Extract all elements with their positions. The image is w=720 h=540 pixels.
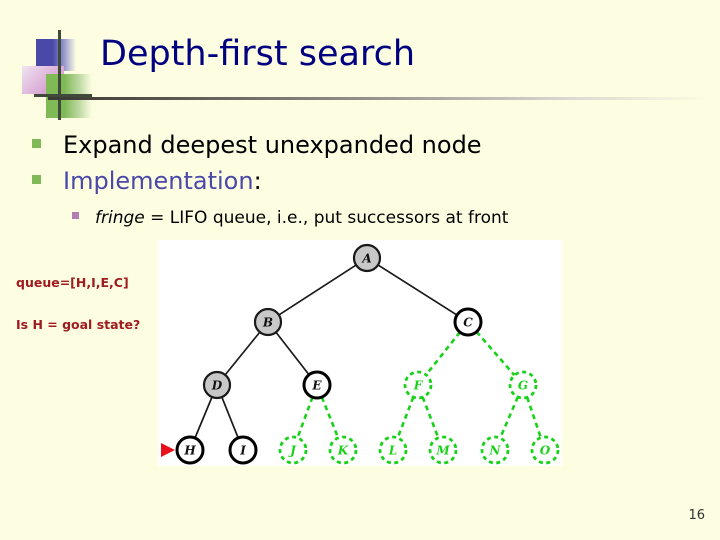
decorative-logo xyxy=(22,30,122,120)
goal-test-annotation: Is H = goal state? xyxy=(16,317,141,332)
page-title: Depth-first search xyxy=(100,34,416,74)
tree-edge-F-M xyxy=(421,396,440,439)
logo-vertical-line xyxy=(58,30,61,120)
tree-edge-C-G xyxy=(475,330,516,377)
tree-node-M[interactable]: M xyxy=(428,435,458,465)
tree-node-label: G xyxy=(518,379,528,393)
bullet-item-expand: Expand deepest unexpanded node xyxy=(32,131,482,159)
tree-node-circle xyxy=(403,370,433,400)
tree-node-circle xyxy=(302,370,332,400)
tree-node-K[interactable]: K xyxy=(328,435,358,465)
bullet-item-implementation: Implementation: xyxy=(32,167,262,195)
tree-edge-A-B xyxy=(278,264,357,316)
tree-node-B[interactable]: B xyxy=(253,307,283,337)
tree-node-L[interactable]: L xyxy=(378,435,408,465)
tree-node-circle xyxy=(508,370,538,400)
tree-node-label: B xyxy=(262,316,273,330)
square-bullet-icon xyxy=(32,139,41,148)
tree-node-I[interactable]: I xyxy=(228,435,258,465)
logo-horizontal-line xyxy=(34,94,92,97)
tree-node-circle xyxy=(530,435,560,465)
tree-edge-E-K xyxy=(320,396,340,439)
tree-edge-D-I xyxy=(221,396,239,439)
bullet-label: Expand deepest unexpanded node xyxy=(63,131,482,159)
tree-edge-G-N xyxy=(498,396,520,439)
tree-node-label: K xyxy=(337,444,349,458)
tree-node-circle xyxy=(352,243,382,273)
tree-node-label: E xyxy=(311,379,322,393)
tree-node-circle xyxy=(202,370,232,400)
tree-edge-C-F xyxy=(425,331,461,376)
tree-node-label: O xyxy=(540,444,551,458)
sub-bullet-emphasis: fringe xyxy=(95,208,145,228)
tree-node-F[interactable]: F xyxy=(403,370,433,400)
tree-node-N[interactable]: N xyxy=(480,435,510,465)
tree-edge-A-C xyxy=(377,264,458,316)
tree-node-label: N xyxy=(489,444,502,458)
tree-node-label: L xyxy=(388,444,397,458)
bullet-label-suffix: : xyxy=(253,167,262,195)
tree-edge-F-L xyxy=(396,396,415,439)
tree-node-label: I xyxy=(239,444,246,458)
search-tree-diagram: A B C D E F G H I J K L M N O xyxy=(158,240,562,466)
tree-node-H[interactable]: H xyxy=(175,435,205,465)
sub-bullet-item-fringe: fringe = LIFO queue, i.e., put successor… xyxy=(72,208,508,228)
tree-node-E[interactable]: E xyxy=(302,370,332,400)
search-tree-svg: A B C D E F G H I J K L M N O xyxy=(161,243,560,465)
queue-annotation: queue=[H,I,E,C] xyxy=(16,275,129,290)
tree-node-G[interactable]: G xyxy=(508,370,538,400)
tree-edge-G-O xyxy=(525,396,543,439)
tree-node-circle xyxy=(253,307,283,337)
tree-node-circle xyxy=(453,307,483,337)
sub-bullet-label: = LIFO queue, i.e., put successors at fr… xyxy=(144,208,509,228)
tree-node-circle xyxy=(328,435,358,465)
tree-node-D[interactable]: D xyxy=(202,370,232,400)
tree-node-label: M xyxy=(435,444,450,458)
square-bullet-icon xyxy=(72,212,79,219)
page-number: 16 xyxy=(688,508,705,523)
tree-node-circle xyxy=(278,435,308,465)
bullet-label: Implementation xyxy=(63,167,254,195)
tree-node-label: H xyxy=(183,444,196,458)
tree-node-label: A xyxy=(361,252,371,266)
logo-blue-square xyxy=(36,39,76,71)
tree-node-label: J xyxy=(288,444,297,458)
tree-node-C[interactable]: C xyxy=(453,307,483,337)
tree-node-circle xyxy=(378,435,408,465)
tree-node-circle xyxy=(480,435,510,465)
tree-node-label: D xyxy=(211,379,223,393)
current-node-pointer-icon xyxy=(161,443,175,457)
tree-edge-E-J xyxy=(296,396,314,439)
tree-node-circle xyxy=(228,435,258,465)
tree-edge-B-D xyxy=(224,331,261,376)
title-divider xyxy=(48,97,710,100)
tree-node-circle xyxy=(175,435,205,465)
tree-node-O[interactable]: O xyxy=(530,435,560,465)
tree-node-label: C xyxy=(463,316,473,330)
tree-node-circle xyxy=(428,435,458,465)
tree-node-J[interactable]: J xyxy=(278,435,308,465)
tree-node-label: F xyxy=(413,379,424,393)
tree-edge-D-H xyxy=(194,396,213,439)
tree-node-A[interactable]: A xyxy=(352,243,382,273)
tree-edge-B-E xyxy=(275,331,310,376)
square-bullet-icon xyxy=(32,175,41,184)
